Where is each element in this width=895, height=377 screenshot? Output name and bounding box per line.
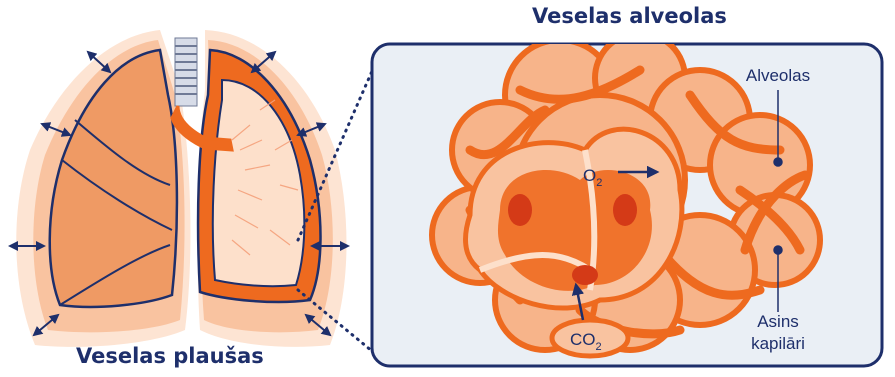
lungs-illustration <box>10 30 348 347</box>
alveolus-panel: Alveolas O2 CO2 Asins kapilāri <box>372 33 882 366</box>
capillaries-label-line2: kapilāri <box>751 334 805 353</box>
alveolus-title: Veselas alveolas <box>532 4 727 28</box>
lungs-title: Veselas plaušas <box>76 344 264 368</box>
alveolas-label: Alveolas <box>746 66 810 85</box>
capillaries-label-line1: Asins <box>757 312 799 331</box>
